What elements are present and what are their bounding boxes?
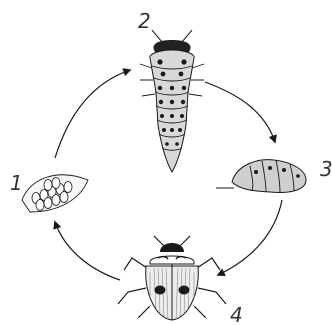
stage-number-1: 1 xyxy=(10,171,23,195)
stage-number-3: 3 xyxy=(320,157,332,181)
egg-cluster-icon xyxy=(22,175,88,212)
arrow-2-to-3 xyxy=(205,82,275,142)
stage-number-4: 4 xyxy=(230,303,243,325)
stage-number-2: 2 xyxy=(138,9,151,33)
arrow-4-to-1 xyxy=(55,222,120,280)
arrow-1-to-2 xyxy=(55,70,130,158)
pupa-icon xyxy=(216,160,306,193)
larva-icon xyxy=(140,30,204,172)
adult-ladybug-icon xyxy=(118,236,226,320)
arrow-3-to-4 xyxy=(218,200,282,275)
